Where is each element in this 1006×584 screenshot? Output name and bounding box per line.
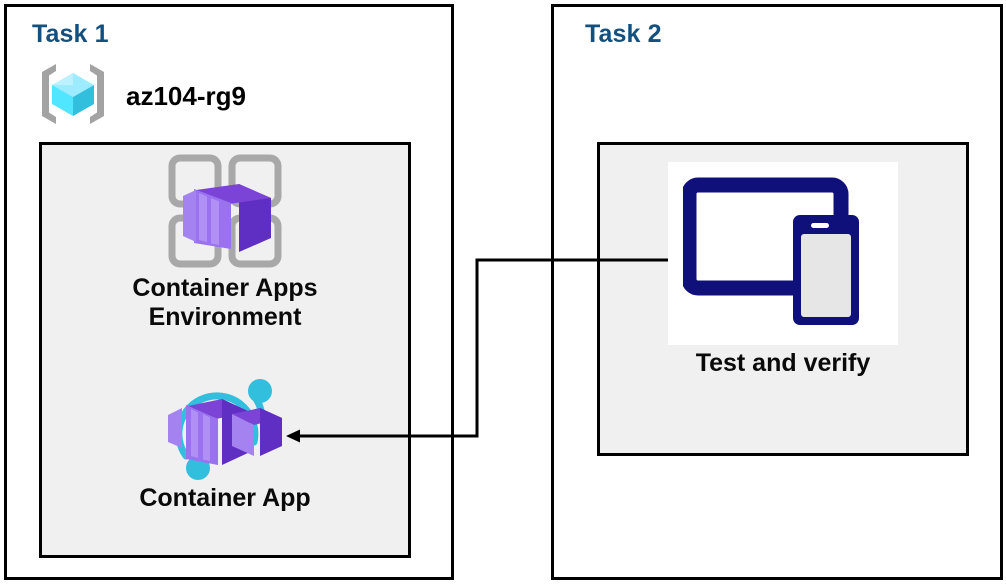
node-container-apps-environment: Container Apps Environment [39, 152, 411, 332]
task-2-title: Task 2 [585, 20, 662, 48]
resource-group-icon [34, 60, 112, 133]
task-1-title: Task 1 [32, 20, 109, 48]
resource-group-label: az104-rg9 [126, 81, 246, 111]
resource-group-row: az104-rg9 [34, 60, 246, 133]
devices-icon [668, 162, 898, 345]
container-apps-environment-icon [161, 152, 289, 270]
node-container-app: Container App [39, 368, 411, 513]
node-test-and-verify: Test and verify [597, 162, 969, 378]
task-1-inner-box [39, 142, 411, 558]
container-app-label: Container App [139, 484, 311, 512]
test-and-verify-label: Test and verify [695, 349, 871, 377]
container-app-icon [150, 368, 300, 480]
container-apps-environment-label: Container Apps Environment [132, 274, 318, 331]
